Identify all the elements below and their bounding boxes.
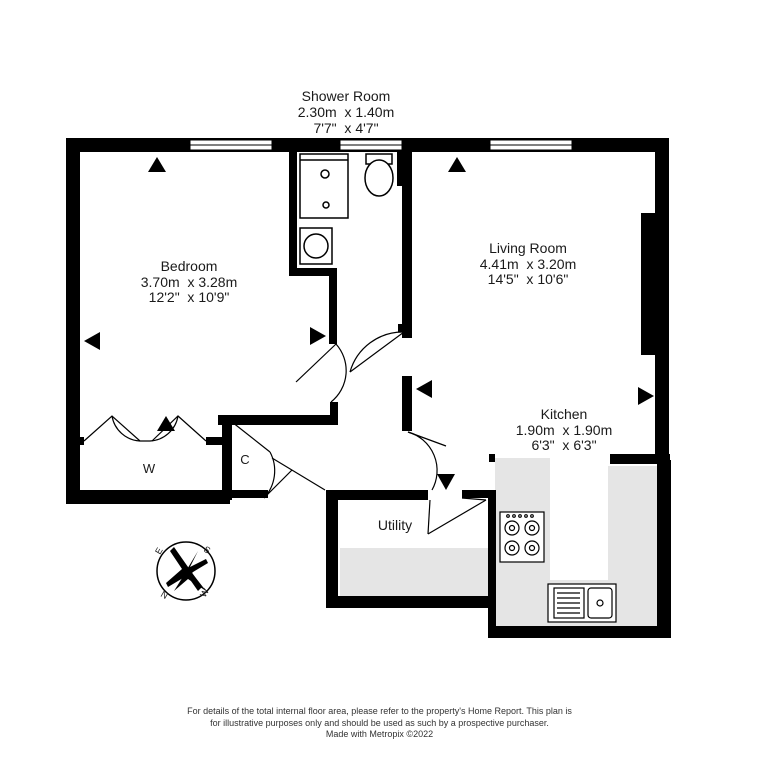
arrow-living-left: [416, 380, 432, 398]
compass-letter-n: N: [159, 589, 170, 601]
disclaimer-line-3: Made with Metropix ©2022: [325, 729, 434, 739]
shower-room-imperial: 7'7" x 4'7": [313, 120, 378, 136]
room-labels: Shower Room 2.30m x 1.40m 7'7" x 4'7" Be…: [141, 88, 613, 533]
arrow-bedroom-right: [310, 327, 326, 345]
arrow-kitchen-down: [437, 474, 455, 490]
arrow-bedroom-up: [148, 157, 166, 172]
shower-tray: [299, 153, 349, 219]
arrow-living-up: [448, 157, 466, 172]
living-room-metric: 4.41m x 3.20m: [480, 256, 577, 272]
cupboard-label: C: [240, 452, 249, 467]
arrow-wardrobe-down: [157, 416, 175, 431]
utility-counter: [340, 548, 488, 596]
kitchen-imperial: 6'3" x 6'3": [531, 437, 596, 453]
direction-markers: [84, 157, 654, 490]
windows: [189, 139, 573, 151]
kitchen-sink: [547, 583, 617, 623]
bedroom-metric: 3.70m x 3.28m: [141, 274, 238, 290]
arrow-bedroom-left: [84, 332, 100, 350]
living-room-imperial: 14'5" x 10'6": [488, 271, 569, 287]
disclaimer-line-2: for illustrative purposes only and shoul…: [210, 717, 549, 728]
kitchen-metric: 1.90m x 1.90m: [516, 422, 613, 438]
shower-room-name: Shower Room: [302, 88, 391, 104]
compass: S E N W: [153, 541, 216, 601]
compass-letter-e: E: [153, 546, 165, 556]
sink: [299, 227, 333, 265]
wardrobe-label: W: [143, 461, 156, 476]
shower-room-metric: 2.30m x 1.40m: [298, 104, 395, 120]
toilet: [364, 153, 394, 197]
arrow-living-right: [638, 387, 654, 405]
kitchen-name: Kitchen: [541, 406, 588, 422]
disclaimer: For details of the total internal floor …: [0, 706, 759, 741]
disclaimer-line-1: For details of the total internal floor …: [187, 706, 572, 716]
hob: [499, 511, 545, 563]
bedroom-name: Bedroom: [161, 258, 218, 274]
compass-letter-s: S: [202, 544, 212, 556]
utility-name: Utility: [378, 517, 412, 533]
bedroom-imperial: 12'2" x 10'9": [149, 289, 230, 305]
doors: [83, 331, 487, 535]
living-room-name: Living Room: [489, 240, 567, 256]
